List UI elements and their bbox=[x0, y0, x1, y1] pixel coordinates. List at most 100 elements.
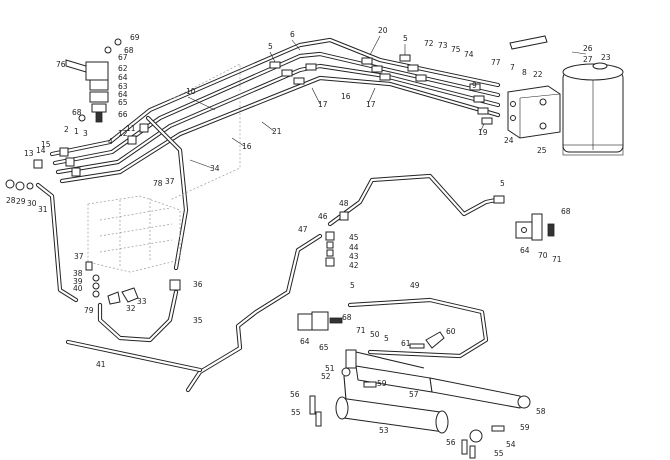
cylinder-57 bbox=[345, 349, 531, 409]
callout-c3: 3 bbox=[83, 129, 88, 138]
callout-c73: 73 bbox=[438, 41, 448, 50]
callout-c5b: 5 bbox=[403, 34, 408, 43]
callout-c61: 61 bbox=[401, 339, 411, 348]
callout-c8: 8 bbox=[522, 68, 527, 77]
callout-c43: 43 bbox=[349, 252, 359, 261]
callout-c45: 45 bbox=[349, 233, 359, 242]
callout-c16a: 16 bbox=[242, 142, 252, 151]
callout-c24: 24 bbox=[504, 136, 514, 145]
callout-c31: 31 bbox=[38, 205, 48, 214]
callout-c56b: 56 bbox=[446, 438, 456, 447]
cylinder-53 bbox=[335, 367, 449, 434]
callout-c9: 9 bbox=[472, 81, 477, 90]
callout-c64b: 64 bbox=[300, 337, 310, 346]
callout-c4: 4 bbox=[108, 137, 113, 146]
callout-c21: 21 bbox=[272, 127, 282, 136]
callout-c63: 63 bbox=[118, 82, 128, 91]
callout-c14: 14 bbox=[36, 146, 46, 155]
callout-c28: 28 bbox=[6, 196, 16, 205]
callout-c64d: 64 bbox=[118, 90, 128, 99]
left-fittings bbox=[5, 179, 34, 191]
callout-c23: 23 bbox=[601, 53, 611, 62]
callout-c46: 46 bbox=[318, 212, 328, 221]
callout-c29: 29 bbox=[16, 197, 26, 206]
callout-c33: 33 bbox=[137, 297, 147, 306]
callout-c60: 60 bbox=[446, 327, 456, 336]
callout-c7: 7 bbox=[510, 63, 515, 72]
callout-c39: 39 bbox=[73, 277, 83, 286]
callout-c57: 57 bbox=[409, 390, 419, 399]
bracket-cluster bbox=[65, 38, 122, 123]
callout-c22: 22 bbox=[533, 70, 543, 79]
callout-c17a: 17 bbox=[318, 100, 328, 109]
callout-c5d: 5 bbox=[350, 281, 355, 290]
callout-c35: 35 bbox=[193, 316, 203, 325]
valve-block bbox=[507, 85, 561, 139]
callout-c62: 62 bbox=[118, 64, 128, 73]
upper-fittings bbox=[33, 54, 493, 177]
callout-c26: 26 bbox=[583, 44, 593, 53]
callout-c34: 34 bbox=[210, 164, 220, 173]
callout-c56a: 56 bbox=[290, 390, 300, 399]
callout-c71a: 71 bbox=[552, 255, 562, 264]
pipe-31 bbox=[35, 182, 79, 303]
clamp-middle bbox=[297, 311, 343, 331]
fitting-stack bbox=[325, 231, 335, 267]
callout-c68a: 68 bbox=[561, 207, 571, 216]
hose-35 bbox=[97, 279, 181, 343]
callout-c64c: 64 bbox=[118, 73, 128, 82]
callout-c17b: 17 bbox=[366, 100, 376, 109]
callout-c38: 38 bbox=[73, 269, 83, 278]
callout-c70: 70 bbox=[538, 251, 548, 260]
pins bbox=[309, 381, 505, 459]
callout-c12: 12 bbox=[118, 129, 128, 138]
clamp-right bbox=[515, 213, 555, 241]
callout-c68c: 68 bbox=[124, 46, 134, 55]
callout-c5e: 5 bbox=[384, 334, 389, 343]
callout-c40: 40 bbox=[73, 284, 83, 293]
callout-c77: 77 bbox=[491, 58, 501, 67]
callout-c42: 42 bbox=[349, 261, 359, 270]
callout-c49: 49 bbox=[410, 281, 420, 290]
callout-c20: 20 bbox=[378, 26, 388, 35]
callout-c41: 41 bbox=[96, 360, 106, 369]
callout-c44: 44 bbox=[349, 243, 359, 252]
callout-c51: 51 bbox=[325, 364, 335, 373]
callout-c58: 58 bbox=[536, 407, 546, 416]
callout-c53: 53 bbox=[379, 426, 389, 435]
callout-c68b: 68 bbox=[342, 313, 352, 322]
callout-c78: 78 bbox=[153, 179, 163, 188]
callout-c5a: 5 bbox=[268, 42, 273, 51]
callout-c16b: 16 bbox=[341, 92, 351, 101]
callout-c37a: 37 bbox=[165, 177, 175, 186]
callout-c79: 79 bbox=[84, 306, 94, 315]
callout-c27: 27 bbox=[583, 55, 593, 64]
callout-c19: 19 bbox=[478, 128, 488, 137]
pipe-34 bbox=[145, 115, 189, 271]
callout-c65b: 65 bbox=[118, 98, 128, 107]
control-valve-ghost bbox=[87, 63, 241, 273]
callout-c71b: 71 bbox=[356, 326, 366, 335]
callout-c52: 52 bbox=[321, 372, 331, 381]
lower-left-fittings bbox=[85, 261, 139, 305]
callout-c59b: 59 bbox=[520, 423, 530, 432]
callout-c75: 75 bbox=[451, 45, 461, 54]
pipe-48 bbox=[327, 173, 505, 227]
callout-c48: 48 bbox=[339, 199, 349, 208]
callout-c15: 15 bbox=[41, 140, 51, 149]
callout-c68d: 68 bbox=[72, 108, 82, 117]
callout-c47: 47 bbox=[298, 225, 308, 234]
callout-c36: 36 bbox=[193, 280, 203, 289]
callout-c65: 65 bbox=[319, 343, 329, 352]
callout-c30: 30 bbox=[27, 199, 37, 208]
callout-c37b: 37 bbox=[74, 252, 84, 261]
leader-lines bbox=[187, 35, 587, 169]
callout-c55a: 55 bbox=[291, 408, 301, 417]
plate-77 bbox=[509, 35, 548, 50]
callout-c67: 67 bbox=[118, 53, 128, 62]
callout-c59a: 59 bbox=[377, 379, 387, 388]
part-60-61 bbox=[409, 331, 445, 349]
pipe-47 bbox=[65, 233, 323, 393]
